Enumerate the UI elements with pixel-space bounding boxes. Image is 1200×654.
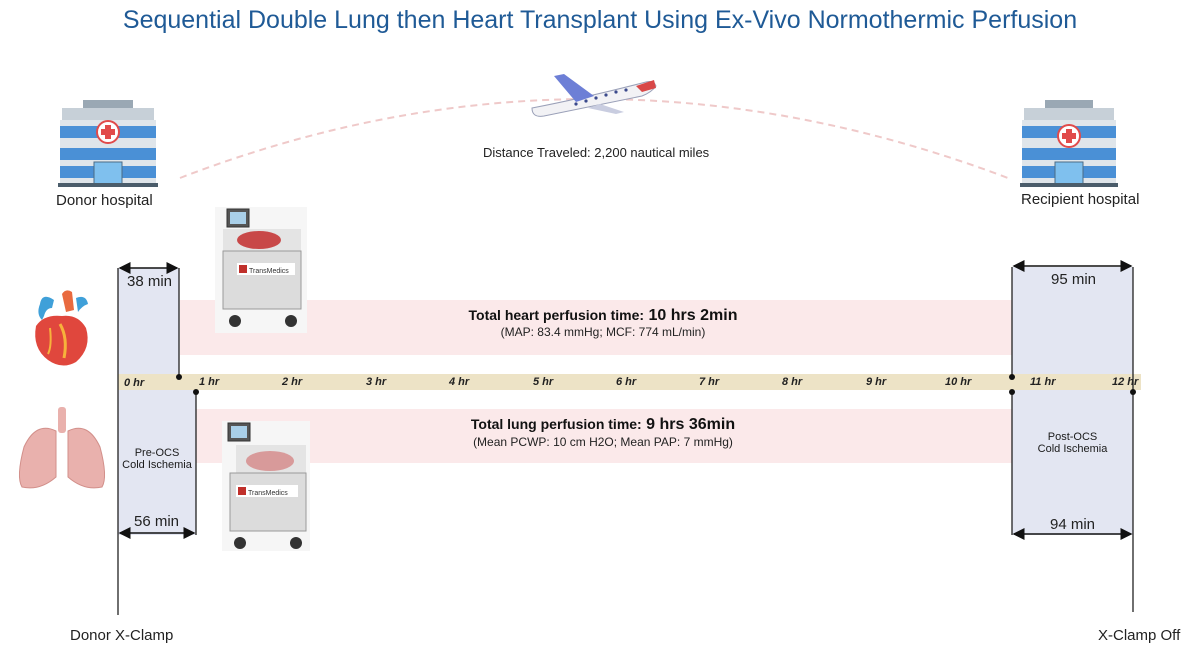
heart-icon xyxy=(35,290,88,366)
timeline-tick: 5 hr xyxy=(533,376,554,388)
timeline-dot-xclamp-off xyxy=(1130,389,1136,395)
page-title: Sequential Double Lung then Heart Transp… xyxy=(122,6,1078,34)
donor-hospital-label: Donor hospital xyxy=(56,192,153,209)
timeline-tick: 2 hr xyxy=(282,376,303,388)
lung-perfusion-prefix: Total lung perfusion time: xyxy=(470,416,642,432)
lung-pre-ischemia-box xyxy=(118,390,196,535)
ocs-device-icon: TransMedics xyxy=(222,421,310,551)
lung-pre-time: 56 min xyxy=(134,513,180,530)
lung-post-time: 94 min xyxy=(1050,516,1096,533)
svg-text:TransMedics: TransMedics xyxy=(249,268,289,275)
lung-perfusion-band xyxy=(196,409,1012,463)
heart-perfusion-prefix: Total heart perfusion time: xyxy=(468,307,645,323)
lung-post-label-1: Post-OCS xyxy=(1047,431,1098,443)
timeline-tick: 11 hr xyxy=(1030,376,1056,388)
heart-pre-ischemia-box xyxy=(118,268,179,374)
timeline-tick: 4 hr xyxy=(449,376,470,388)
hospital-icon xyxy=(1020,100,1118,187)
heart-post-time: 95 min xyxy=(1051,271,1097,288)
heart-perfusion-title: Total heart perfusion time: 10 hrs 2min xyxy=(400,307,806,325)
timeline-tick: 3 hr xyxy=(366,376,387,388)
heart-perfusion-subtitle: (MAP: 83.4 mmHg; MCF: 774 mL/min) xyxy=(500,325,706,339)
timeline-dot-heart-start xyxy=(176,374,182,380)
heart-post-ischemia-box xyxy=(1012,267,1133,374)
timeline-bar xyxy=(118,374,1141,390)
timeline-dot-lung-end xyxy=(1009,389,1015,395)
lung-post-label-2: Cold Ischemia xyxy=(1037,443,1108,455)
flight-path xyxy=(179,98,1009,179)
lung-post-ischemia-box xyxy=(1012,390,1133,535)
donor-xclamp-label: Donor X-Clamp xyxy=(70,627,174,644)
lung-post-ischemia-label: Post-OCS Cold Ischemia xyxy=(1012,431,1133,455)
timeline-tick: 9 hr xyxy=(866,376,887,388)
lung-pre-label-2: Cold Ischemia xyxy=(122,459,192,471)
timeline-tick: 1 hr xyxy=(199,376,220,388)
timeline-tick: 7 hr xyxy=(699,376,720,388)
lung-perfusion-title: Total lung perfusion time: 9 hrs 36min xyxy=(400,416,806,434)
timeline-tick: 12 hr xyxy=(1112,376,1139,388)
timeline-tick: 6 hr xyxy=(616,376,637,388)
timeline-dot-heart-end xyxy=(1009,374,1015,380)
timeline-tick: 10 hr xyxy=(945,376,972,388)
xclamp-off-label: X-Clamp Off xyxy=(1098,627,1181,644)
airplane-icon xyxy=(531,74,657,117)
lung-perfusion-value: 9 hrs 36min xyxy=(646,416,736,433)
lung-perfusion-subtitle: (Mean PCWP: 10 cm H2O; Mean PAP: 7 mmHg) xyxy=(473,435,733,449)
ocs-device-icon: TransMedics xyxy=(215,207,307,333)
timeline-tick: 8 hr xyxy=(782,376,803,388)
svg-text:TransMedics: TransMedics xyxy=(248,490,288,497)
hospital-icon xyxy=(58,100,158,187)
heart-pre-time: 38 min xyxy=(127,273,173,290)
lungs-icon xyxy=(18,407,106,489)
timeline-tick: 0 hr xyxy=(124,377,145,389)
lung-pre-label-1: Pre-OCS xyxy=(134,447,180,459)
lung-pre-ischemia-label: Pre-OCS Cold Ischemia xyxy=(118,447,196,471)
distance-label: Distance Traveled: 2,200 nautical miles xyxy=(483,145,710,160)
timeline-dot-lung-start xyxy=(193,389,199,395)
heart-perfusion-band xyxy=(180,300,1012,355)
heart-perfusion-value: 10 hrs 2min xyxy=(648,307,738,324)
recipient-hospital-label: Recipient hospital xyxy=(1021,191,1140,208)
